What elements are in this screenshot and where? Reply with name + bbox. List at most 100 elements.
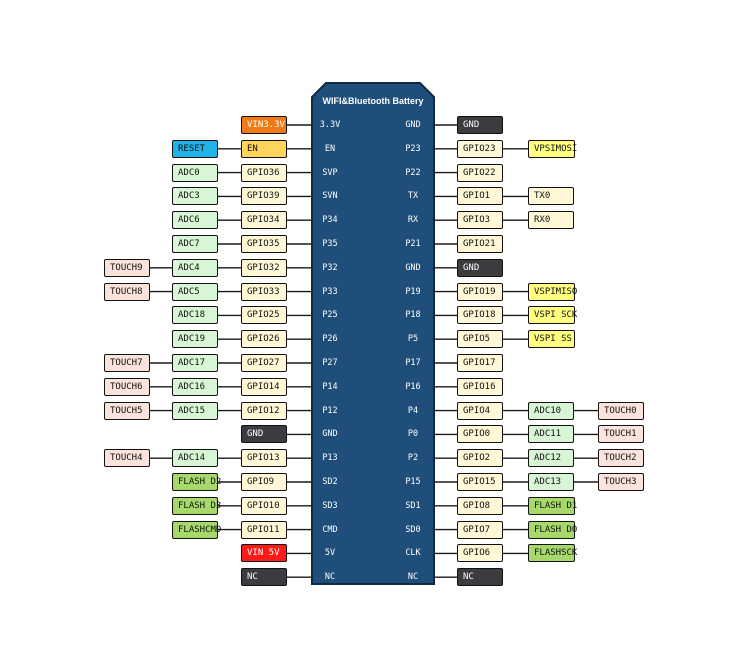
- pin-label-gpio: GPIO19: [457, 282, 503, 301]
- pin-label-spi: VPSIMOSI: [528, 139, 577, 158]
- pin-label-adc: ADC0: [172, 163, 218, 182]
- pin-label-spi: VSPI SCK: [528, 306, 577, 325]
- pin-label-adc: ADC18: [172, 306, 218, 325]
- pin-label-gpio: GPIO8: [457, 496, 503, 515]
- board-pin-right: P4: [407, 405, 419, 416]
- pin-label-touch: TOUCH0: [598, 401, 644, 420]
- pin-label-adc: ADC6: [172, 211, 218, 230]
- pin-label-adc: ADC4: [172, 258, 218, 277]
- board-pin-left: P12: [322, 405, 338, 416]
- board-pin-right: P5: [407, 334, 419, 345]
- pin-label-touch: TOUCH6: [104, 377, 150, 396]
- pin-label-adc: ADC17: [172, 354, 218, 372]
- pin-label-adc: ADC15: [172, 401, 218, 420]
- pin-label-gpio: GPIO17: [457, 354, 503, 372]
- pin-label-touch: TOUCH4: [104, 449, 150, 468]
- board-pin-right: P18: [405, 310, 421, 321]
- board-pin-right: RX: [407, 215, 419, 226]
- pin-label-gpio: GPIO7: [457, 520, 503, 539]
- pin-label-gpio: GPIO10: [241, 496, 287, 515]
- pin-label-touch: TOUCH3: [598, 473, 644, 491]
- pin-label-gpio: RX0: [528, 211, 574, 230]
- pin-label-adc: ADC7: [172, 235, 218, 253]
- pin-label-gpio: GPIO22: [457, 163, 503, 182]
- board-pin-right: P17: [405, 358, 421, 368]
- pin-label-gpio: TX0: [528, 187, 574, 206]
- board-pin-left: P33: [322, 286, 338, 297]
- pin-label-gpio: GPIO25: [241, 306, 287, 325]
- pin-label-adc: ADC10: [528, 401, 574, 420]
- pin-label-gnd: GND: [457, 116, 503, 134]
- board-pin-right: GND: [405, 120, 421, 130]
- pin-label-flash: FLASHCMD: [172, 520, 221, 539]
- pin-label-touch: TOUCH2: [598, 449, 644, 468]
- board-pin-left: SD2: [322, 477, 338, 487]
- board-pin-left: SVN: [322, 191, 338, 202]
- pin-label-gpio: GPIO2: [457, 449, 503, 468]
- board-pin-right: P19: [405, 286, 421, 297]
- pin-label-gnd: GND: [241, 425, 287, 444]
- pin-label-flash: FLASH D2: [172, 473, 221, 491]
- pin-label-gpio: GPIO34: [241, 211, 287, 230]
- pin-label-touch: TOUCH7: [104, 354, 150, 372]
- board-pin-right: P2: [407, 453, 419, 464]
- pin-label-adc: ADC12: [528, 449, 574, 468]
- board-pin-left: P35: [322, 239, 338, 249]
- pin-label-adc: ADC19: [172, 330, 218, 349]
- pin-label-flash: FLASH D1: [528, 496, 577, 515]
- pin-label-gpio: GPIO39: [241, 187, 287, 206]
- pin-label-gpio: GPIO11: [241, 520, 287, 539]
- board-pin-right: P16: [405, 381, 421, 392]
- board-pin-left: P26: [322, 334, 338, 345]
- pin-label-reset: RESET: [172, 139, 218, 158]
- pin-label-gpio: GPIO6: [457, 544, 503, 563]
- board-pin-right: NC: [407, 572, 419, 583]
- board-pin-right: P23: [405, 143, 421, 154]
- pin-label-gpio: GPIO13: [241, 449, 287, 468]
- board-pin-left: P13: [322, 453, 338, 464]
- pin-label-flash: FLASHSCK: [528, 544, 577, 563]
- pin-label-gpio: GPIO18: [457, 306, 503, 325]
- pin-label-gpio: GPIO23: [457, 139, 503, 158]
- esp32-board: [311, 82, 435, 585]
- board-pin-left: 3.3V: [319, 120, 341, 130]
- board-pin-right: SD0: [405, 524, 421, 535]
- board-pin-right: TX: [407, 191, 419, 202]
- board-pin-left: P27: [322, 358, 338, 368]
- pin-label-adc: ADC5: [172, 282, 218, 301]
- pin-label-gpio: GPIO16: [457, 377, 503, 396]
- board-pin-left: SVP: [322, 167, 338, 178]
- pin-label-touch: TOUCH8: [104, 282, 150, 301]
- board-pin-left: P34: [322, 215, 338, 226]
- pin-label-gpio: GPIO12: [241, 401, 287, 420]
- pin-label-gpio: GPIO3: [457, 211, 503, 230]
- pin-label-flash: FLASH D0: [528, 520, 577, 539]
- pin-label-gpio: GPIO36: [241, 163, 287, 182]
- board-pin-left: EN: [324, 143, 336, 154]
- board-pin-right: GND: [405, 262, 421, 273]
- pin-label-gpio: GPIO35: [241, 235, 287, 253]
- pin-label-gnd: NC: [241, 568, 287, 587]
- pin-label-gpio: GPIO27: [241, 354, 287, 372]
- board-pin-left: CMD: [322, 524, 338, 535]
- pin-label-gpio: GPIO33: [241, 282, 287, 301]
- pin-label-gpio: GPIO32: [241, 258, 287, 277]
- pin-label-gnd: GND: [457, 258, 503, 277]
- pin-label-spi: VSPI SS: [528, 330, 575, 349]
- pin-label-adc: ADC11: [528, 425, 574, 444]
- board-pin-left: P32: [322, 262, 338, 273]
- board-pin-left: SD3: [322, 500, 338, 511]
- board-pin-right: CLK: [405, 548, 421, 559]
- pin-label-spi: VSPIMISO: [528, 282, 577, 301]
- pin-label-adc: ADC3: [172, 187, 218, 206]
- board-pin-left: P25: [322, 310, 338, 321]
- pin-label-gpio: GPIO9: [241, 473, 287, 491]
- board-pin-right: P22: [405, 167, 421, 178]
- pin-label-gpio: GPIO1: [457, 187, 503, 206]
- pin-label-gpio: GPIO5: [457, 330, 503, 349]
- board-pin-left: NC: [324, 572, 336, 583]
- board-pin-right: P15: [405, 477, 421, 487]
- pin-label-gpio: GPIO26: [241, 330, 287, 349]
- pin-label-en: EN: [241, 139, 287, 158]
